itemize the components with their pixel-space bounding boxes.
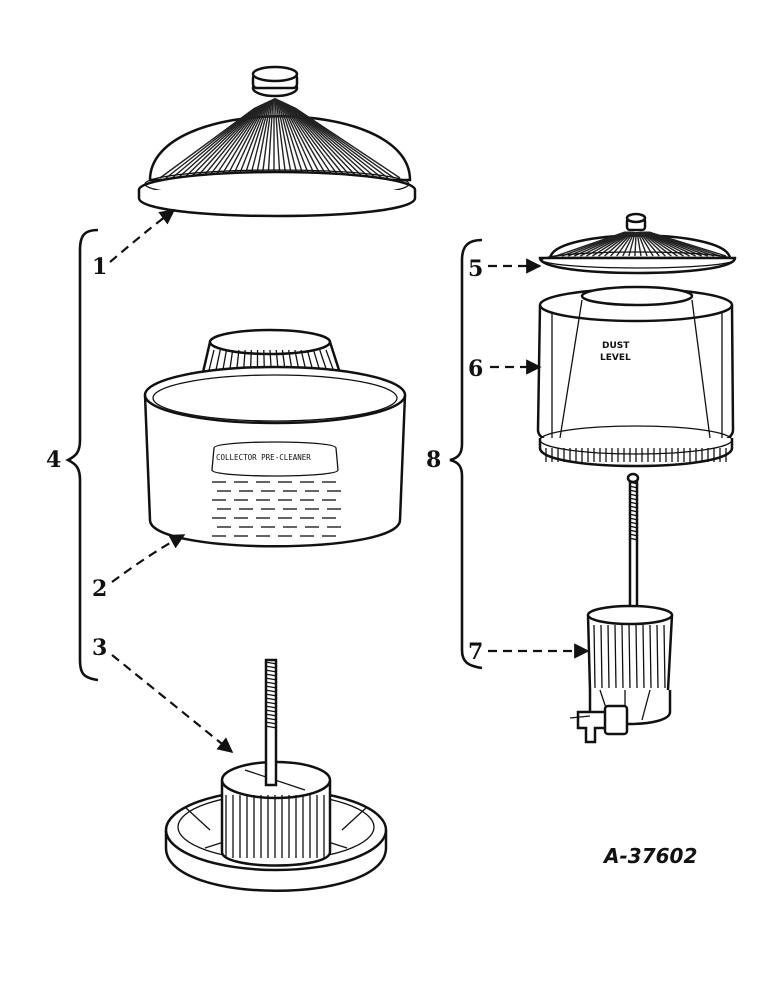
leader-1 xyxy=(109,209,176,263)
leader-2 xyxy=(111,534,186,583)
part-1-dome-cover xyxy=(137,65,417,218)
callout-8: 8 xyxy=(426,447,441,473)
leader-3 xyxy=(111,654,234,753)
part-7-rod-assembly xyxy=(569,472,674,744)
callout-6: 6 xyxy=(468,356,483,382)
bracket-group-8 xyxy=(449,238,483,670)
part-2-collector-bowl: COLLECTOR PRE-CLEANER xyxy=(143,328,407,548)
dust-level-text-1: DUST xyxy=(602,341,630,351)
part-5-top-cover xyxy=(538,212,737,275)
part-6-dust-cup: DUST LEVEL xyxy=(536,285,735,468)
bracket-group-4 xyxy=(65,228,99,682)
callout-1: 1 xyxy=(92,254,107,280)
callout-3: 3 xyxy=(92,635,107,661)
callout-5: 5 xyxy=(468,256,483,282)
collector-header-text: COLLECTOR PRE-CLEANER xyxy=(216,453,311,462)
callout-4: 4 xyxy=(46,447,61,473)
callout-7: 7 xyxy=(468,639,483,665)
dust-level-text-2: LEVEL xyxy=(600,353,631,363)
callout-2: 2 xyxy=(92,576,107,602)
figure-number: A-37602 xyxy=(602,844,697,868)
part-3-base xyxy=(164,658,388,892)
